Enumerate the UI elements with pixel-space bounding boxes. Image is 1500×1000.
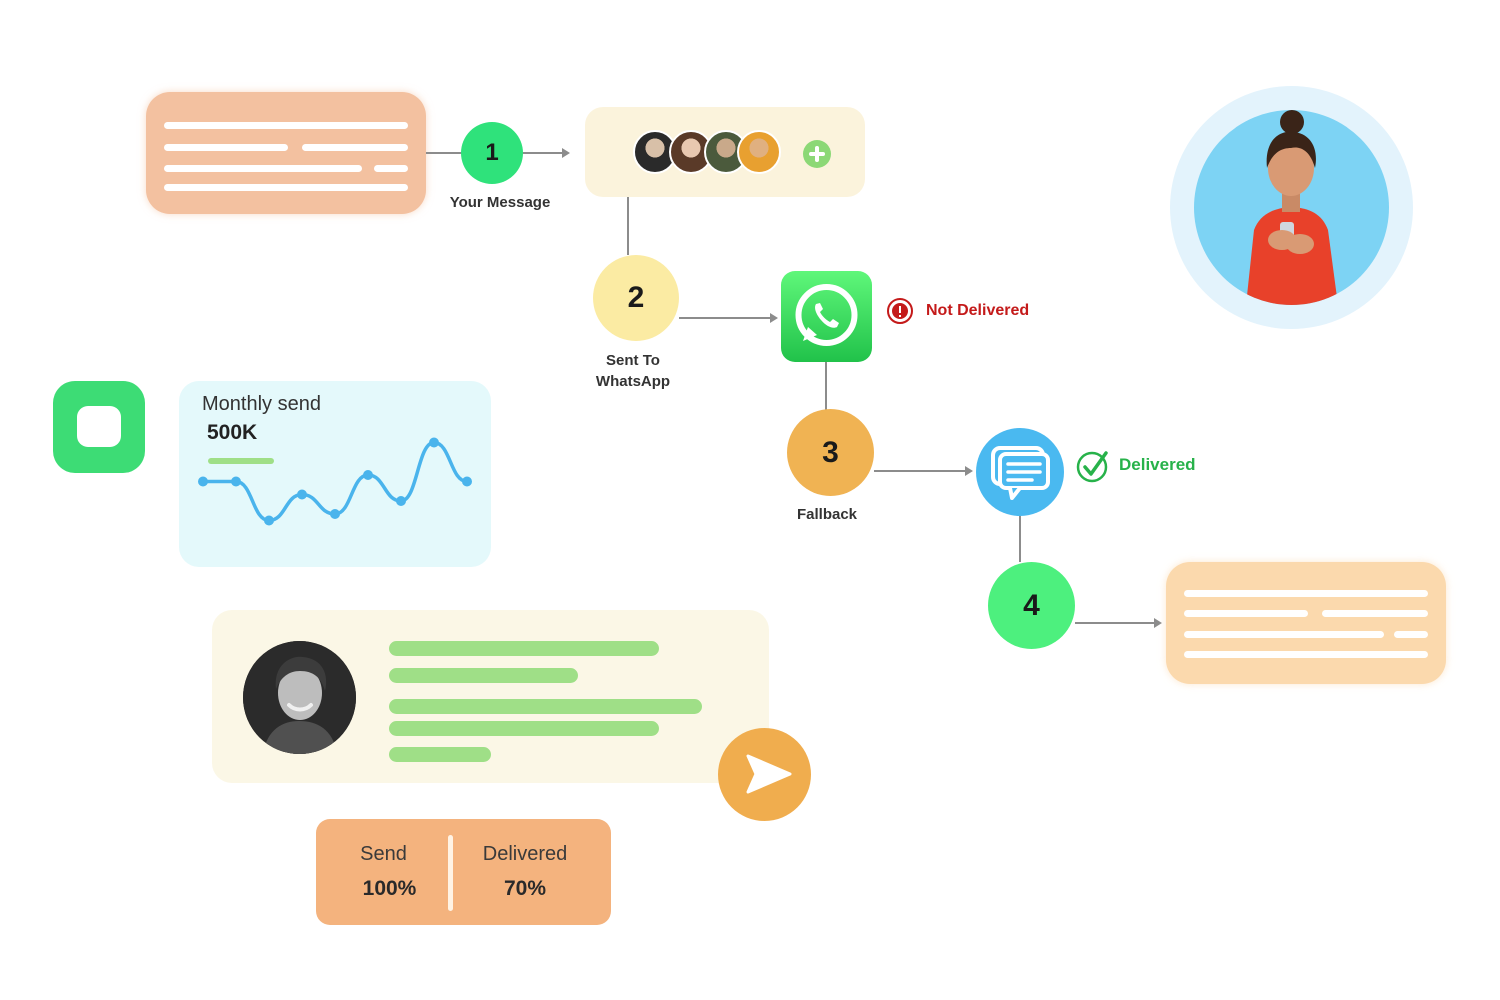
step-3-number: 3 — [822, 435, 839, 469]
step-3-label: Fallback — [796, 506, 858, 523]
monthly-send-value: 500K — [207, 421, 258, 444]
step-2-circle: 2 — [593, 255, 679, 341]
delivered-status: Delivered — [1119, 455, 1196, 474]
step-1-circle: 1 — [461, 122, 523, 184]
person-illustration — [1170, 86, 1413, 329]
series-line — [201, 440, 469, 523]
send-stat-value: 100% — [362, 877, 417, 900]
avatar — [243, 641, 356, 754]
error-icon — [887, 298, 913, 324]
delivered-stat-value: 70% — [503, 877, 547, 900]
sms-preview-card — [212, 610, 769, 783]
chat-bubble-icon — [976, 428, 1064, 516]
delivered-stat-label: Delivered — [482, 843, 568, 865]
data-point — [396, 496, 406, 506]
send-stat-label: Send — [360, 843, 407, 865]
step-4-number: 4 — [1023, 588, 1040, 622]
data-point — [429, 437, 439, 448]
step-3-circle: 3 — [787, 409, 874, 496]
data-point — [231, 476, 241, 487]
step-1-number: 1 — [485, 139, 499, 166]
message-card — [146, 92, 426, 214]
step-1-label: Your Message — [449, 194, 551, 211]
app-icon — [53, 381, 145, 473]
send-arrow-icon[interactable] — [718, 728, 811, 821]
data-point — [363, 470, 373, 480]
delivered-message-card — [1166, 562, 1446, 684]
stats-card: Send 100% Delivered 70% — [316, 819, 611, 925]
data-point — [264, 515, 274, 526]
contacts-card — [585, 107, 865, 197]
plus-icon[interactable] — [803, 140, 831, 168]
whatsapp-icon — [781, 271, 872, 362]
data-point — [297, 489, 307, 500]
step-4-circle: 4 — [988, 562, 1075, 649]
avatar — [737, 130, 781, 174]
check-icon — [1076, 449, 1110, 483]
step-2-label: Sent To WhatsApp — [595, 352, 671, 390]
monthly-send-card: Monthly send 500K — [179, 381, 491, 567]
monthly-send-chart — [198, 437, 472, 526]
monthly-send-title: Monthly send — [202, 393, 321, 415]
data-point — [330, 509, 340, 519]
step-2-number: 2 — [627, 281, 645, 314]
not-delivered-status: Not Delivered — [926, 302, 1030, 319]
data-point — [198, 476, 208, 487]
data-point — [462, 476, 472, 487]
